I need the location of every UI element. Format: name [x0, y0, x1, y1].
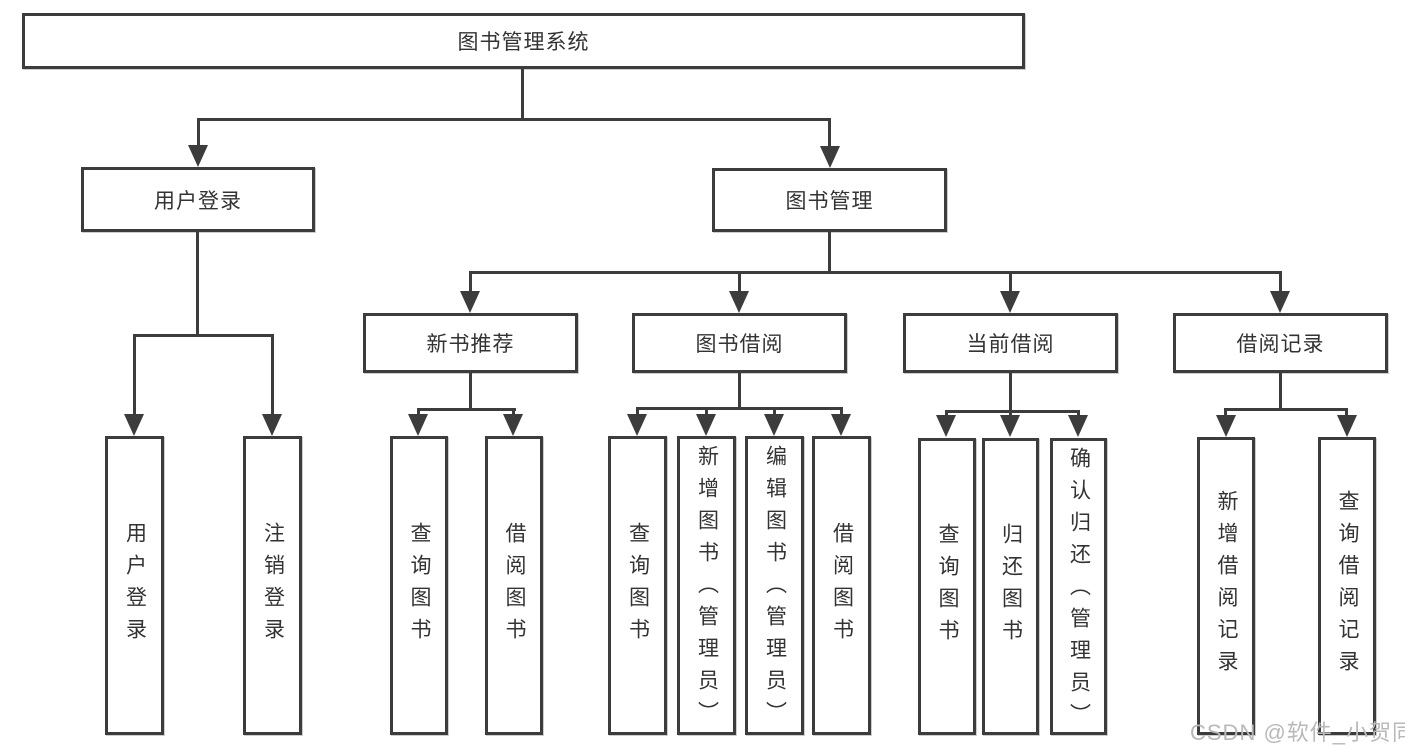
node-current-borrow-label: 当前借阅	[966, 333, 1055, 356]
connector	[773, 407, 776, 417]
connector	[521, 69, 524, 118]
arrowhead	[1000, 415, 1020, 437]
arrowhead	[262, 414, 282, 436]
arrowhead	[188, 145, 208, 167]
node-book-management-label: 图书管理	[785, 190, 874, 213]
connector	[1279, 373, 1282, 408]
csdn-watermark: CSDN @软件_小贺同学	[1190, 720, 1405, 745]
connector	[636, 407, 639, 417]
leaf-label: 新增借阅记录	[1215, 490, 1238, 682]
node-root: 图书管理系统	[22, 13, 1025, 69]
arrowhead	[1000, 291, 1020, 313]
connector	[738, 271, 741, 293]
leaf-label: 查询图书	[408, 521, 431, 650]
connector	[705, 407, 708, 417]
connector	[197, 118, 831, 121]
arrowhead	[936, 415, 956, 437]
leaf-query-borrow-record: 查询借阅记录	[1318, 437, 1376, 735]
leaf-add-borrow-record: 新增借阅记录	[1197, 437, 1255, 735]
leaf-confirm-return-admin: 确认归还（管理员）	[1050, 438, 1107, 735]
leaf-add-book-admin: 新增图书（管理员）	[677, 436, 736, 735]
connector	[417, 408, 420, 417]
connector	[196, 232, 199, 334]
leaf-label: 新增图书（管理员）	[695, 445, 719, 733]
node-new-book-recommend: 新书推荐	[363, 313, 578, 373]
connector	[469, 373, 472, 408]
arrowhead	[460, 291, 480, 313]
leaf-label: 归还图书	[999, 522, 1023, 651]
connector	[945, 410, 948, 417]
leaf-query-book-recommend: 查询图书	[390, 436, 448, 735]
node-new-book-recommend-label: 新书推荐	[426, 333, 515, 356]
leaf-label: 查询图书	[626, 521, 650, 650]
leaf-label: 借阅图书	[503, 521, 526, 650]
leaf-query-book-current: 查询图书	[918, 438, 976, 735]
node-book-borrow: 图书借阅	[632, 313, 847, 373]
connector	[1279, 271, 1282, 293]
node-book-management: 图书管理	[712, 168, 947, 232]
connector	[133, 334, 274, 337]
arrowhead	[1068, 415, 1088, 437]
arrowhead	[1337, 415, 1357, 437]
leaf-label: 查询借阅记录	[1336, 490, 1359, 682]
connector	[197, 118, 200, 148]
connector	[469, 271, 472, 293]
connector	[738, 373, 741, 407]
connector	[469, 271, 1281, 274]
connector	[945, 410, 1079, 413]
node-borrow-records: 借阅记录	[1173, 313, 1388, 373]
leaf-borrow-book: 借阅图书	[812, 436, 871, 735]
connector	[840, 407, 843, 417]
connector	[828, 232, 831, 271]
arrowhead	[831, 414, 851, 436]
connector	[271, 334, 274, 416]
leaf-label: 编辑图书（管理员）	[763, 445, 787, 733]
leaf-label: 借阅图书	[830, 521, 854, 650]
arrowhead	[1216, 415, 1236, 437]
connector	[1077, 410, 1080, 417]
connector	[1224, 408, 1347, 411]
connector	[636, 407, 843, 410]
arrowhead	[408, 414, 428, 436]
connector	[417, 408, 516, 411]
connector	[1009, 373, 1012, 410]
arrowhead	[764, 414, 784, 436]
connector	[828, 118, 831, 148]
node-book-borrow-label: 图书借阅	[695, 333, 784, 356]
leaf-borrow-book-recommend: 借阅图书	[485, 436, 543, 735]
connector	[1009, 271, 1012, 293]
node-root-label: 图书管理系统	[457, 31, 590, 54]
leaf-user-login: 用户登录	[105, 436, 164, 735]
leaf-label: 注销登录	[261, 521, 285, 650]
arrowhead	[503, 414, 523, 436]
arrowhead	[729, 291, 749, 313]
node-current-borrow: 当前借阅	[903, 313, 1118, 373]
leaf-label: 确认归还（管理员）	[1067, 447, 1091, 735]
leaf-label: 查询图书	[936, 522, 959, 651]
leaf-return-book: 归还图书	[982, 438, 1039, 735]
leaf-query-book-borrow: 查询图书	[608, 436, 667, 735]
node-borrow-records-label: 借阅记录	[1236, 333, 1325, 356]
connector	[1345, 408, 1348, 417]
arrowhead	[1270, 291, 1290, 313]
arrowhead	[820, 146, 840, 168]
node-user-login-label: 用户登录	[154, 189, 242, 213]
connector	[512, 408, 515, 417]
connector	[1224, 408, 1227, 417]
leaf-label: 用户登录	[123, 521, 147, 650]
arrowhead	[627, 414, 647, 436]
arrowhead	[124, 414, 144, 436]
connector	[1009, 410, 1012, 417]
connector	[133, 334, 136, 416]
node-user-login: 用户登录	[81, 167, 315, 232]
leaf-edit-book-admin: 编辑图书（管理员）	[745, 436, 804, 735]
leaf-logout: 注销登录	[243, 436, 302, 735]
arrowhead	[696, 414, 716, 436]
